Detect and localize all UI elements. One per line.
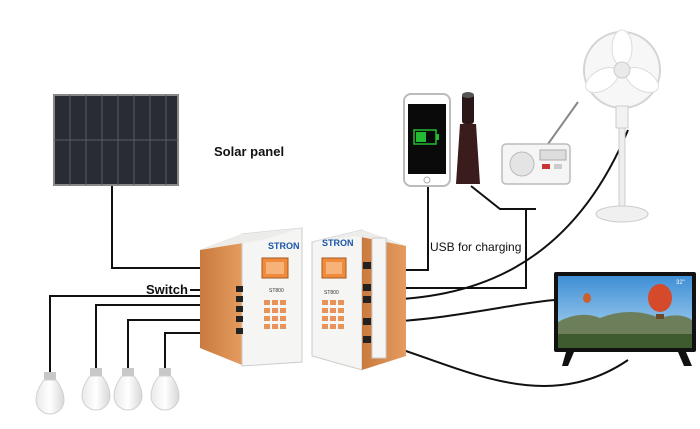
radio	[501, 101, 579, 185]
unit-model-front: ST800	[269, 288, 284, 294]
led-bulb	[35, 372, 65, 415]
led-bulb	[81, 368, 111, 411]
unit-model-side: ST800	[324, 290, 339, 296]
keypad	[264, 300, 286, 329]
tv-size-badge: 32"	[676, 280, 685, 286]
wire-radio	[372, 209, 527, 289]
smartphone	[403, 93, 451, 187]
wire-flashlight	[470, 185, 536, 210]
solar-panel	[53, 94, 179, 186]
television: 32"	[554, 272, 696, 366]
solar-panel-label: Solar panel	[214, 144, 285, 159]
control-unit-front: STRON ST800	[200, 227, 303, 367]
wire-fan	[371, 129, 629, 301]
control-unit-side: STRON ST800	[311, 229, 406, 371]
usb-charging-label: USB for charging	[430, 240, 522, 254]
led-bulb	[150, 368, 180, 411]
stand-fan	[583, 29, 661, 223]
switch-label: Switch	[146, 282, 188, 297]
wire-bulb-2	[95, 304, 236, 368]
wire-solar	[111, 184, 238, 269]
unit-brand-side: STRON	[322, 238, 354, 248]
flashlight	[456, 92, 480, 184]
wire-bulb-1	[49, 295, 236, 372]
unit-brand-front: STRON	[268, 241, 300, 251]
led-bulb	[113, 368, 143, 411]
